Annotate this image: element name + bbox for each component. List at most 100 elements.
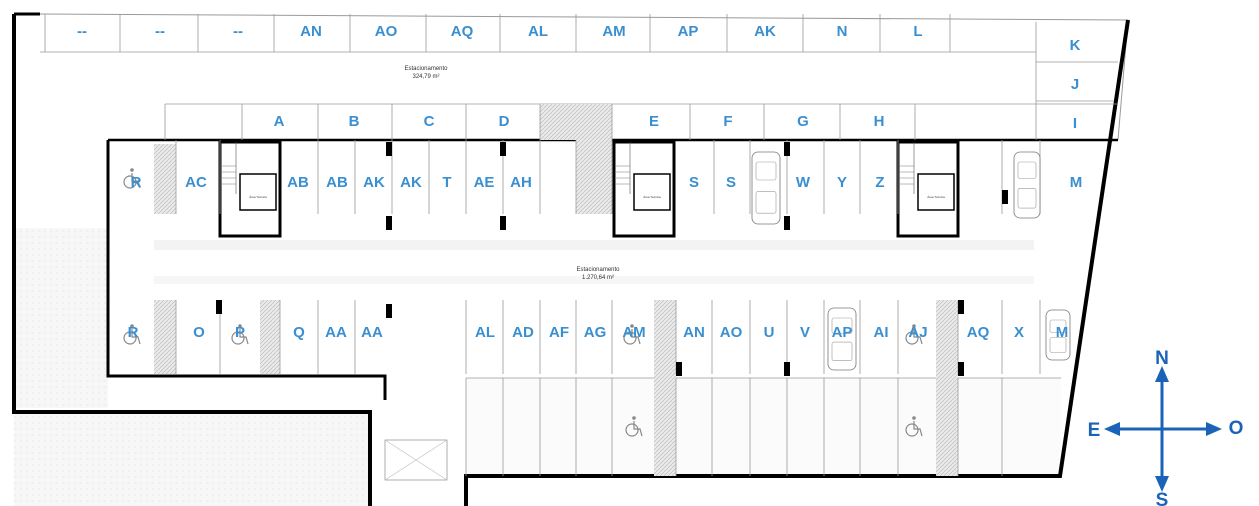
outer-wall-west bbox=[12, 14, 372, 506]
car-icon bbox=[827, 307, 857, 371]
parking-spot-label: AQ bbox=[451, 23, 474, 40]
structural-pillar bbox=[386, 304, 392, 318]
hatched-column bbox=[154, 144, 176, 214]
car-icon bbox=[751, 151, 781, 225]
structural-pillar bbox=[216, 300, 222, 314]
hatched-column bbox=[654, 300, 676, 476]
compass-arrow-north-icon bbox=[1155, 366, 1169, 382]
parking-spot-label: AM bbox=[622, 324, 645, 341]
stair-core-2: Área Técnica bbox=[612, 140, 676, 238]
hatched-column bbox=[260, 300, 280, 374]
accessible-icons bbox=[123, 168, 923, 437]
parking-spot-label: L bbox=[913, 23, 922, 40]
ramp-lower-area bbox=[466, 378, 1061, 476]
parking-spot-label: F bbox=[723, 113, 732, 130]
compass-arrow-south-icon bbox=[1155, 476, 1169, 492]
inner-wall-upper bbox=[106, 140, 387, 400]
parking-spot-label: AK bbox=[754, 23, 776, 40]
compass-west-label: O bbox=[1229, 418, 1244, 439]
parking-spot-label: AJ bbox=[908, 324, 927, 341]
lower-area-name: Estacionamento bbox=[576, 267, 620, 273]
parking-spot-label: AK bbox=[363, 174, 385, 191]
parking-spot-label: I bbox=[1073, 115, 1077, 132]
parking-spot-label: -- bbox=[233, 23, 243, 40]
stair-core-3: Área Técnica bbox=[896, 140, 960, 238]
parking-spot-label: AO bbox=[720, 324, 743, 341]
parking-spot-label: W bbox=[796, 174, 811, 191]
parking-spot-label: Z bbox=[875, 174, 884, 191]
compass-arrow-east-icon bbox=[1104, 422, 1120, 436]
wheelchair-icon bbox=[625, 416, 643, 437]
parking-spot-label: R bbox=[128, 324, 139, 341]
structural-pillar bbox=[784, 142, 790, 156]
parking-spot-label: AP bbox=[832, 324, 853, 341]
parking-spot-label: AH bbox=[510, 174, 532, 191]
parking-spot-label: D bbox=[499, 113, 510, 130]
core-label: Área Técnica bbox=[927, 195, 945, 199]
wheelchair-icon bbox=[905, 324, 923, 345]
drive-lane-markings-2 bbox=[154, 276, 1034, 284]
parking-spot-label: X bbox=[1014, 324, 1024, 341]
parking-spot-label: A bbox=[274, 113, 285, 130]
parking-spot-label: U bbox=[764, 324, 775, 341]
parking-spot-label: AA bbox=[361, 324, 383, 341]
parking-spot-label: AL bbox=[475, 324, 495, 341]
stair-core-1: Área Técnica bbox=[218, 140, 282, 238]
wheelchair-icon bbox=[905, 416, 923, 437]
parking-spot-label: Q bbox=[293, 324, 305, 341]
parking-spot-label: AM bbox=[602, 23, 625, 40]
parking-spot-label: AD bbox=[512, 324, 534, 341]
parked-cars bbox=[751, 151, 1071, 371]
car-icon bbox=[1045, 309, 1071, 361]
entrance-ramp bbox=[384, 439, 448, 481]
compass-east-label: E bbox=[1088, 420, 1101, 441]
parking-spot-label: Y bbox=[837, 174, 847, 191]
wheelchair-icon bbox=[623, 324, 641, 345]
compass-rose: N S E O bbox=[1088, 348, 1244, 506]
upper-area-name: Estacionamento bbox=[404, 66, 448, 72]
exterior-zone-west bbox=[14, 228, 108, 408]
compass-south-label: S bbox=[1156, 490, 1169, 506]
hatched-column bbox=[154, 300, 176, 374]
structural-pillar bbox=[784, 362, 790, 376]
structural-pillar bbox=[958, 362, 964, 376]
exterior-zone-southwest bbox=[14, 414, 370, 506]
structural-pillar bbox=[958, 300, 964, 314]
structural-pillar bbox=[784, 216, 790, 230]
parking-spot-label: T bbox=[442, 174, 451, 191]
parking-spot-label: AL bbox=[528, 23, 548, 40]
wheelchair-icon bbox=[123, 324, 141, 345]
parking-spot-label: V bbox=[800, 324, 810, 341]
parking-spot-label: E bbox=[649, 113, 659, 130]
parking-spot-label: -- bbox=[155, 23, 165, 40]
structural-pillar bbox=[386, 216, 392, 230]
parking-spot-label: N bbox=[837, 23, 848, 40]
spot-dividers bbox=[44, 14, 1041, 476]
car-icon bbox=[1013, 151, 1041, 219]
parking-spot-label: AN bbox=[683, 324, 705, 341]
wheelchair-icon bbox=[231, 324, 249, 345]
parking-spot-label: P bbox=[235, 324, 245, 341]
parking-spot-label: AG bbox=[584, 324, 607, 341]
parking-spot-label: AC bbox=[185, 174, 207, 191]
parking-spot-label: AB bbox=[326, 174, 348, 191]
compass-arrow-west-icon bbox=[1206, 422, 1222, 436]
parking-spot-label: G bbox=[797, 113, 809, 130]
core-label: Área Técnica bbox=[249, 195, 267, 199]
parking-spot-label: K bbox=[1070, 37, 1081, 54]
structural-pillars bbox=[216, 142, 1008, 376]
parking-spot-label: AN bbox=[300, 23, 322, 40]
hatched-column bbox=[936, 300, 958, 476]
parking-spot-label: O bbox=[193, 324, 205, 341]
structural-pillar bbox=[676, 362, 682, 376]
parking-spot-label: S bbox=[726, 174, 736, 191]
parking-spot-label: AB bbox=[287, 174, 309, 191]
core-label: Área Técnica bbox=[643, 195, 661, 199]
parking-spot-label: R bbox=[131, 174, 142, 191]
structural-pillar bbox=[1002, 190, 1008, 204]
parking-spot-label: AI bbox=[874, 324, 889, 341]
parking-spot-label: S bbox=[689, 174, 699, 191]
parking-spot-label: AK bbox=[400, 174, 422, 191]
